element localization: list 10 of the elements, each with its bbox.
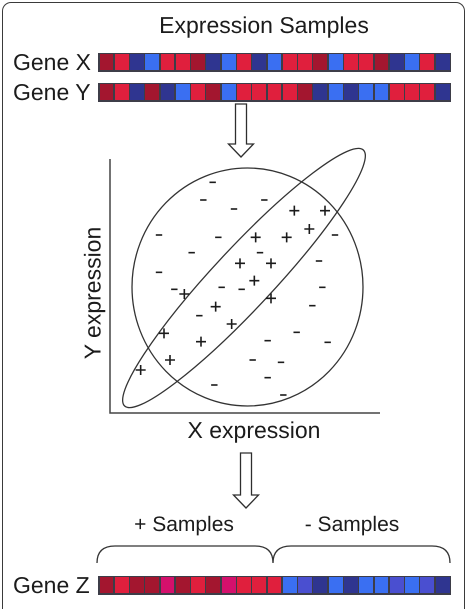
hollow-arrow: [232, 452, 260, 509]
axis-label: Y expression: [82, 226, 104, 360]
row-label: Gene Z: [13, 574, 90, 596]
group-label: + Samples: [134, 514, 234, 535]
title: Expression Samples: [159, 14, 369, 37]
axis-label: X expression: [188, 419, 320, 442]
row-label: Gene X: [13, 50, 91, 74]
group-label: - Samples: [304, 514, 400, 535]
hollow-arrow: [226, 103, 256, 158]
row-label: Gene Y: [13, 80, 91, 104]
